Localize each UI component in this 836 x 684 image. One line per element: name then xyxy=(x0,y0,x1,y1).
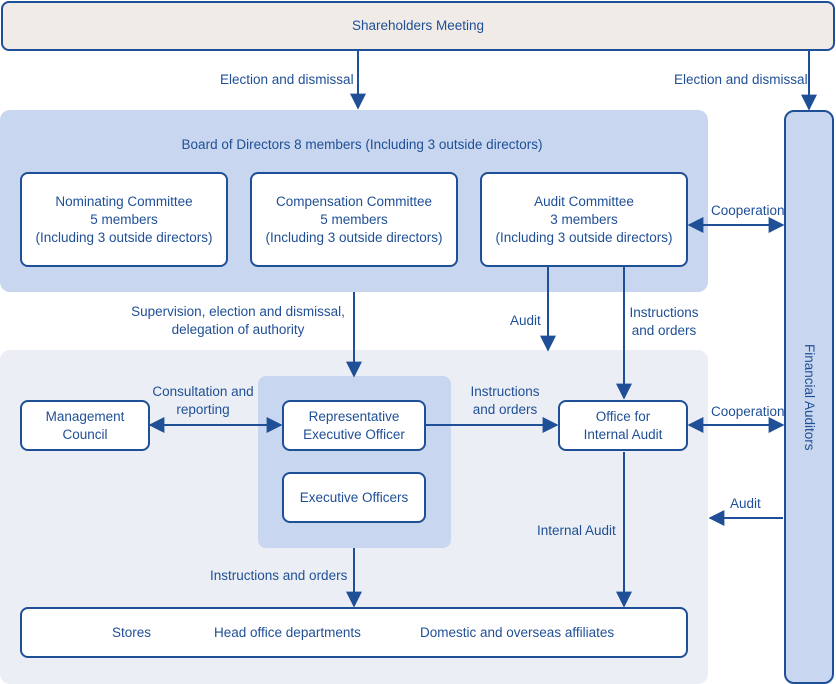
committee-name: Compensation Committee xyxy=(275,193,433,209)
label-consultation-line2: reporting xyxy=(176,402,230,417)
label-supervision-line1: Supervision, election and dismissal, xyxy=(131,304,345,319)
committee-name: Nominating Committee xyxy=(55,193,193,209)
internal-audit-line2: Internal Audit xyxy=(583,426,663,442)
compensation-committee: Compensation Committee 5 members (Includ… xyxy=(250,172,458,267)
internal-audit-line1: Office for xyxy=(595,408,651,424)
label-election-right: Election and dismissal xyxy=(674,72,808,87)
committee-note: (Including 3 outside directors) xyxy=(495,229,673,245)
rep-officer-line2: Executive Officer xyxy=(303,426,405,442)
committee-name: Audit Committee xyxy=(534,193,634,209)
board-title: Board of Directors 8 members (Including … xyxy=(181,137,543,152)
shareholders-meeting: Shareholders Meeting xyxy=(1,1,835,51)
label-internal-audit: Internal Audit xyxy=(537,523,616,538)
label-consultation: Consultation and reporting xyxy=(150,383,256,419)
label-cooperation-top: Cooperation xyxy=(711,203,785,218)
shareholders-meeting-label: Shareholders Meeting xyxy=(351,18,485,33)
committee-note: (Including 3 outside directors) xyxy=(35,229,213,245)
committee-note: (Including 3 outside directors) xyxy=(265,229,443,245)
committee-members: 5 members xyxy=(320,211,388,227)
unit-stores: Stores xyxy=(112,625,152,640)
rep-officer-line1: Representative xyxy=(308,408,400,424)
label-instructions-top-line2: and orders xyxy=(631,323,697,338)
unit-head-office: Head office departments xyxy=(214,625,361,640)
executive-officers: Executive Officers xyxy=(282,472,426,523)
label-instructions-bottom: Instructions and orders xyxy=(210,568,348,583)
label-audit-right: Audit xyxy=(730,496,761,511)
executive-officers-label: Executive Officers xyxy=(299,489,409,505)
nominating-committee: Nominating Committee 5 members (Includin… xyxy=(20,172,228,267)
committee-members: 3 members xyxy=(550,211,618,227)
label-supervision-line2: delegation of authority xyxy=(171,322,305,337)
management-council: Management Council xyxy=(20,400,150,451)
committee-members: 5 members xyxy=(90,211,158,227)
label-instructions-mid: Instructions and orders xyxy=(467,383,543,419)
label-instructions-mid-line2: and orders xyxy=(472,402,538,417)
office-internal-audit: Office for Internal Audit xyxy=(558,400,688,451)
management-council-line2: Council xyxy=(62,426,108,442)
operating-units: Stores Head office departments Domestic … xyxy=(20,607,688,658)
label-consultation-line1: Consultation and xyxy=(152,384,254,399)
label-supervision: Supervision, election and dismissal, del… xyxy=(128,303,348,339)
label-instructions-mid-line1: Instructions xyxy=(470,384,540,399)
representative-executive-officer: Representative Executive Officer xyxy=(282,400,426,451)
financial-auditors-label: Financial Auditors xyxy=(802,343,817,451)
management-council-line1: Management xyxy=(45,408,125,424)
label-audit-mid: Audit xyxy=(510,313,541,328)
unit-affiliates: Domestic and overseas affiliates xyxy=(420,625,615,640)
audit-committee: Audit Committee 3 members (Including 3 o… xyxy=(480,172,688,267)
label-instructions-top-line1: Instructions xyxy=(629,305,699,320)
label-instructions-top: Instructions and orders xyxy=(627,304,701,340)
label-cooperation-mid: Cooperation xyxy=(711,404,785,419)
financial-auditors: Financial Auditors xyxy=(784,110,834,684)
label-election-left: Election and dismissal xyxy=(220,72,354,87)
